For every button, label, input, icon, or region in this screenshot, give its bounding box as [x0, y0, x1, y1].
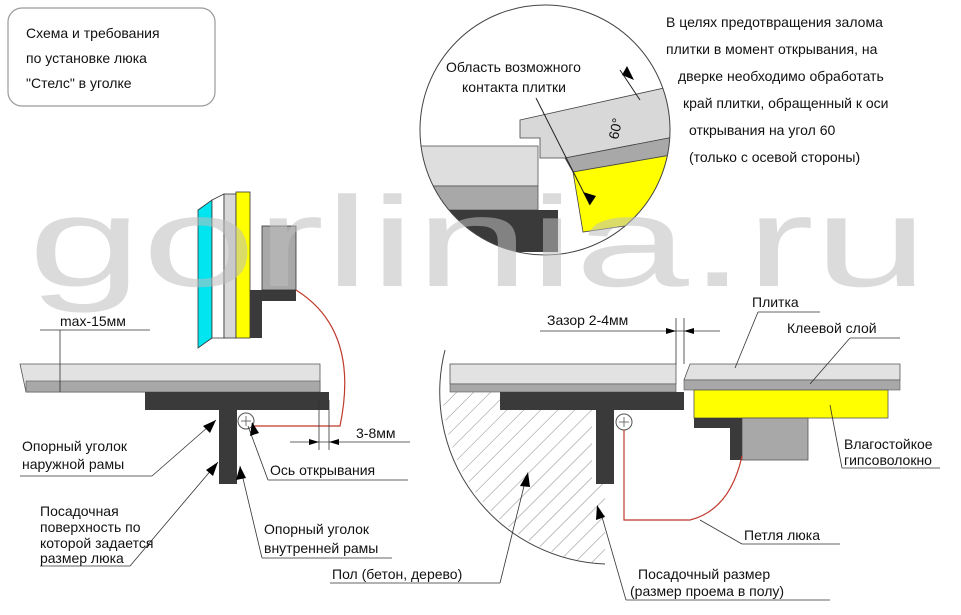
gap-3-8-label: 3-8мм — [356, 425, 395, 441]
detail-tile-door — [519, 79, 670, 159]
title-box-frame — [7, 7, 216, 107]
gap-2-4-label: Зазор 2-4мм — [547, 312, 628, 328]
right-hinge-line — [623, 430, 743, 521]
left-door-gypsum — [235, 191, 251, 339]
seat-surface-line-1: Посадочная — [40, 503, 119, 519]
note-line-2: плитки в момент открывания, на — [666, 41, 878, 57]
right-door-angle-horizontal — [694, 418, 742, 428]
left-door-block — [261, 225, 297, 291]
requirement-note: В целях предотвращения залома плитки в м… — [666, 14, 889, 165]
right-door-gypsum — [693, 389, 889, 419]
right-door-angle-vertical — [730, 418, 742, 460]
right-door-glue — [683, 379, 901, 391]
left-door-angle-vertical — [250, 290, 262, 338]
title-line-1: Схема и требования — [26, 25, 160, 41]
title-line-3: "Стелс" в уголке — [26, 75, 132, 91]
title-line-2: по установке люка — [26, 50, 147, 66]
seat-surface-line-4: размер люка — [40, 550, 124, 566]
note-line-3: дверке необходимо обработать — [678, 68, 884, 84]
seat-surface-line-3: которой задается — [40, 535, 153, 551]
axis-label: Ось открывания — [270, 462, 375, 478]
right-assembly: Зазор 2-4мм Плитка Клеевой слой Влагосто… — [330, 294, 940, 601]
angle-label: 60° — [605, 117, 625, 141]
hinge-label: Петля люка — [744, 527, 820, 543]
seat-surface-line-2: поверхность по — [40, 519, 141, 535]
detail-leader — [535, 97, 591, 206]
floor-circle-outline — [439, 349, 606, 565]
inner-angle-line-2: внутренней рамы — [264, 540, 378, 556]
angle-marker-arrow — [622, 66, 634, 80]
left-hinge-line — [252, 289, 346, 427]
tile-label: Плитка — [752, 294, 799, 310]
floor-label: Пол (бетон, дерево) — [332, 566, 462, 582]
right-door-block — [741, 417, 809, 461]
max-label: max-15мм — [60, 313, 126, 329]
glue-label: Клеевой слой — [787, 320, 877, 336]
right-outer-frame-angle — [500, 392, 684, 410]
left-assembly: max-15мм 3-8мм Опорный уголок наружной р… — [19, 191, 410, 567]
right-inner-frame-angle — [596, 392, 614, 484]
gypsum-line-2: гипсоволокно — [844, 452, 932, 468]
seat-size-line-2: (размер проема в полу) — [630, 583, 784, 599]
left-floor-glue — [25, 380, 321, 393]
detail-glue-door — [564, 131, 670, 173]
contact-area-line-1: Область возможного — [446, 59, 581, 75]
detail-tile-left — [420, 145, 539, 187]
detail-leader-arrow — [583, 192, 596, 205]
detail-circle-outline — [419, 4, 671, 256]
right-floor-glue — [449, 383, 677, 393]
inner-frame-angle — [219, 392, 237, 484]
note-line-4: край плитки, обращенный к оси — [683, 95, 889, 111]
watermark: gorlinia.ru — [28, 171, 928, 314]
seat-size-line-1: Посадочный размер — [638, 566, 770, 582]
inner-angle-line-1: Опорный уголок — [264, 521, 370, 537]
left-door-angle-horizontal — [250, 290, 296, 301]
note-line-6: (только с осевой стороны) — [689, 149, 860, 165]
gypsum-line-1: Влагостойкое — [844, 436, 933, 452]
right-floor-tile — [449, 363, 677, 385]
title-box: Схема и требования по установке люка "Ст… — [7, 7, 216, 107]
right-door-tile — [683, 363, 901, 381]
note-line-5: открывания на угол 60 — [689, 122, 835, 138]
outer-angle-line-1: Опорный уголок — [22, 438, 128, 454]
contact-area-line-2: контакта плитки — [462, 79, 566, 95]
outer-angle-line-2: наружной рамы — [22, 456, 124, 472]
note-line-1: В целях предотвращения залома — [666, 14, 883, 30]
